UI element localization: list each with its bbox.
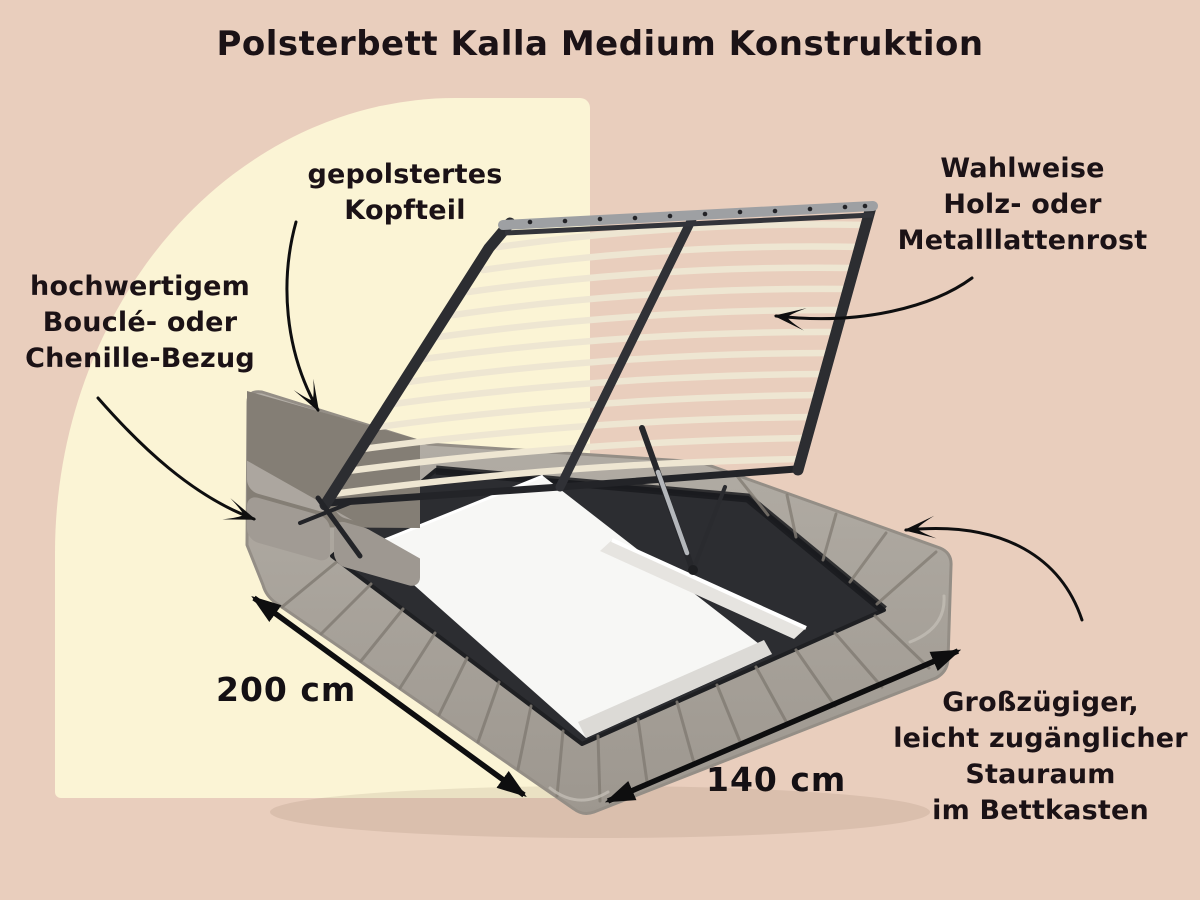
frame-screws — [527, 203, 868, 225]
gas-piston — [655, 469, 690, 556]
storage-divider — [600, 540, 806, 639]
kopfteil-arrow — [285, 220, 320, 412]
lattenrost-arrow — [773, 276, 974, 331]
annotation-line: Metalllattenrost — [897, 225, 1148, 256]
annotation-line: Bouclé- oder — [42, 307, 238, 338]
annotation-line: Holz- oder — [943, 189, 1102, 220]
annotation-line: Wahlweise — [940, 153, 1105, 184]
annotation-bezug: hochwertigem Bouclé- oder Chenille-Bezug — [0, 269, 280, 377]
page-title: Polsterbett Kalla Medium Konstruktion — [216, 24, 984, 64]
dimension-arrows — [251, 595, 962, 804]
rim-seams-back — [735, 474, 938, 606]
annotation-arrows — [96, 220, 1084, 622]
lift-mechanism — [298, 425, 727, 575]
annotation-line: gepolstertes — [307, 159, 503, 190]
annotation-line: im Bettkasten — [932, 795, 1149, 826]
annotation-line: Großzügiger, — [942, 687, 1139, 718]
width-dimension-arrow — [604, 648, 962, 804]
annotation-lattenrost: Wahlweise Holz- oder Metalllattenrost — [860, 151, 1185, 259]
frame-top-rail-shadow — [504, 212, 874, 236]
slatted-frame — [298, 201, 878, 575]
length-dimension-arrow — [251, 595, 527, 798]
stauraum-arrow — [903, 515, 1084, 622]
annotation-line: Kopfteil — [344, 195, 466, 226]
frame-left-rail — [319, 217, 516, 511]
annotation-kopfteil: gepolstertes Kopfteil — [250, 157, 560, 229]
annotation-line: Stauraum — [965, 759, 1116, 790]
annotation-line: Chenille-Bezug — [25, 343, 255, 374]
annotation-line: hochwertigem — [30, 271, 250, 302]
bezug-arrow — [96, 396, 257, 521]
frame-right-rail — [792, 201, 877, 476]
storage-divider-top — [611, 538, 807, 630]
frame-middle-rail — [555, 212, 698, 492]
rim-corner-highlights — [548, 594, 946, 802]
headboard — [247, 391, 420, 586]
